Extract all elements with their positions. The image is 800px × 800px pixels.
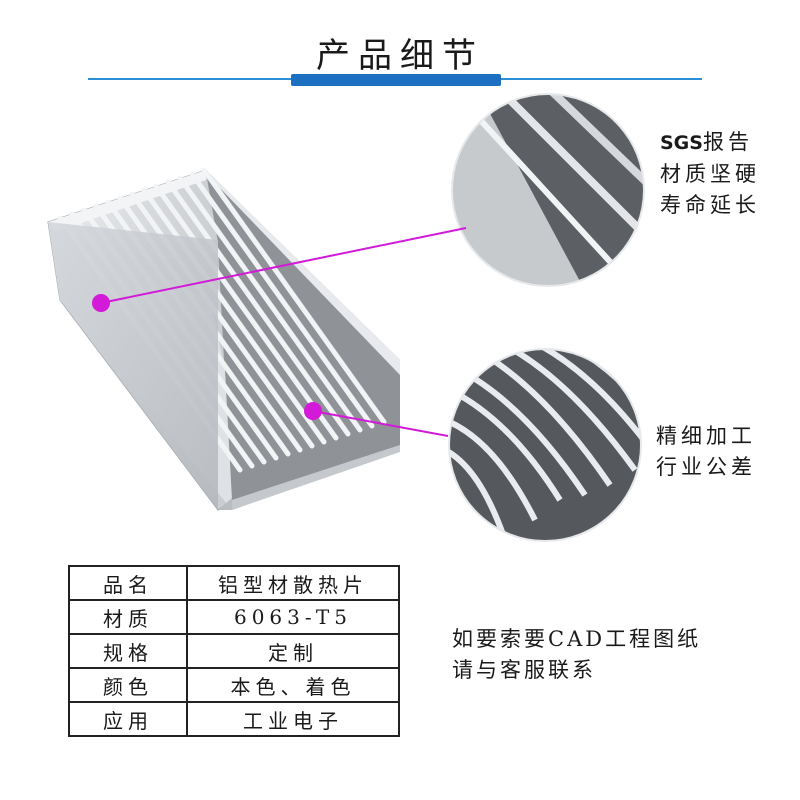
callout-top: SGS报告 材质坚硬 寿命延长 — [660, 127, 760, 221]
callout-top-line3: 寿命延长 — [660, 193, 760, 217]
marker-dot-top — [92, 294, 110, 312]
spec-label: 颜色 — [68, 667, 188, 703]
pointer-line-bottom — [312, 410, 449, 437]
spec-value: 工业电子 — [186, 701, 400, 737]
detail-circle-surface — [452, 94, 644, 286]
spec-value: 铝型材散热片 — [186, 565, 400, 601]
spec-table: 品名 铝型材散热片 材质 6063-T5 规格 定制 颜色 本色、着色 应用 工… — [68, 565, 400, 737]
heatsink — [47, 167, 400, 511]
pointer-line-top — [100, 227, 467, 304]
table-row: 规格 定制 — [68, 633, 400, 669]
table-row: 材质 6063-T5 — [68, 599, 400, 635]
callout-top-line1: SGS报告 — [660, 130, 753, 154]
spec-value: 6063-T5 — [186, 599, 400, 635]
spec-label: 规格 — [68, 633, 188, 669]
spec-label: 品名 — [68, 565, 188, 601]
callout-bottom: 精细加工 行业公差 — [656, 421, 756, 483]
title-accent-bar — [291, 74, 501, 86]
callout-bottom-line2: 行业公差 — [656, 455, 756, 479]
detail-circle-surface-rim — [451, 93, 645, 287]
spec-value: 本色、着色 — [186, 667, 400, 703]
page-title: 产品细节 — [316, 36, 484, 76]
callout-top-line2: 材质坚硬 — [660, 162, 760, 186]
table-row: 颜色 本色、着色 — [68, 667, 400, 703]
contact-note: 如要索要CAD工程图纸 请与客服联系 — [452, 624, 701, 686]
contact-line2: 请与客服联系 — [452, 658, 596, 682]
spec-label: 应用 — [68, 701, 188, 737]
contact-line1: 如要索要CAD工程图纸 — [452, 627, 702, 651]
detail-circle-fins-rim — [448, 348, 642, 542]
spec-label: 材质 — [68, 599, 188, 635]
marker-dot-bottom — [304, 402, 322, 420]
sgs-brand: SGS — [660, 132, 703, 154]
spec-value: 定制 — [186, 633, 400, 669]
detail-circle-fins — [449, 349, 641, 541]
callout-bottom-line1: 精细加工 — [656, 424, 756, 448]
table-row: 品名 铝型材散热片 — [68, 565, 400, 601]
table-row: 应用 工业电子 — [68, 701, 400, 737]
